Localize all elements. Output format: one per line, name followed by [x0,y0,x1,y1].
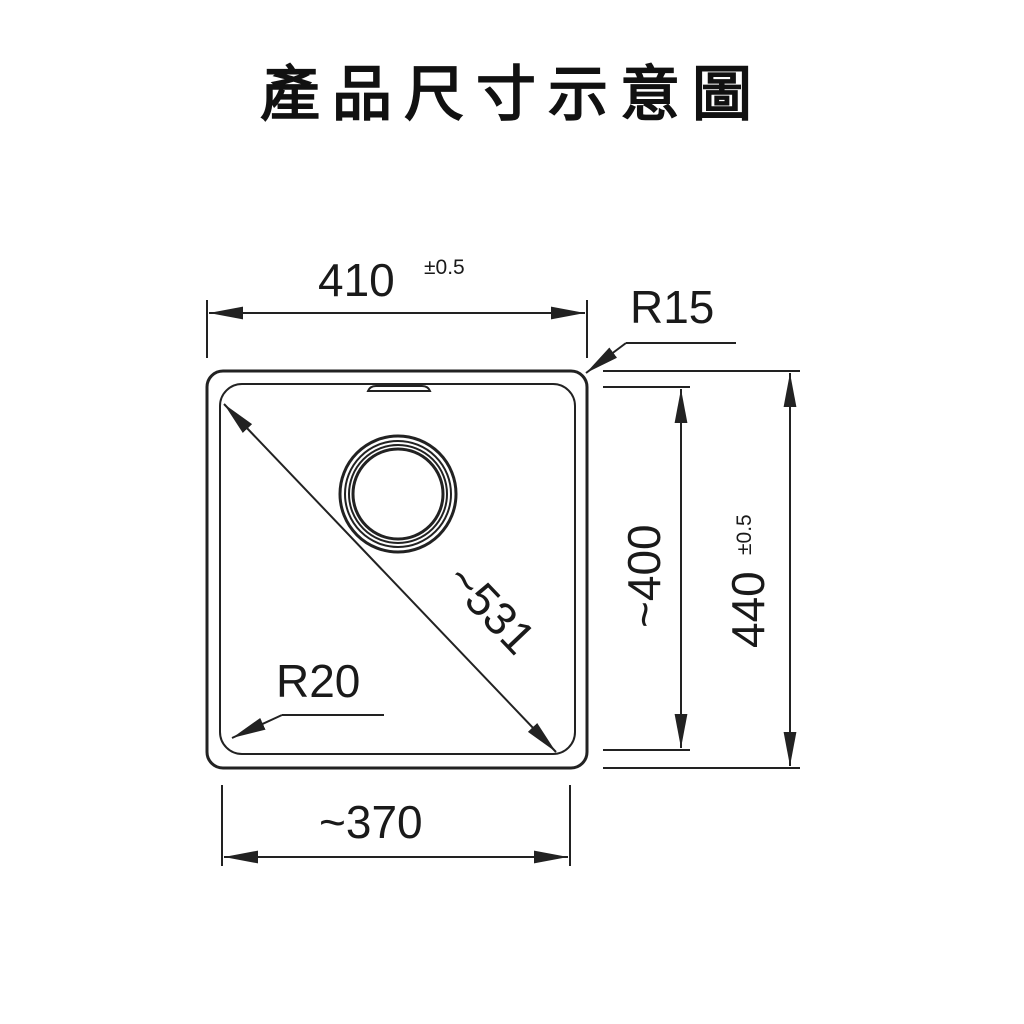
diagonal-label: ~531 [437,553,546,664]
inner-radius-callout: R20 [231,655,384,739]
sink-bowl-outline [219,383,576,755]
inner-height-dimension: ~400 [603,386,690,751]
page-title: 產品尺寸示意圖 [260,60,764,130]
inner-radius-label: R20 [276,655,360,707]
outer-height-tolerance: ±0.5 [733,514,756,555]
outer-width-label: 410 [318,254,395,306]
inner-width-label: ~370 [319,796,423,848]
inner-height-label: ~400 [618,524,670,628]
diagonal-dimension: ~531 [223,403,557,753]
outer-width-dimension: 410 ±0.5 [206,254,588,358]
outer-height-dimension: 440 ±0.5 [603,370,800,769]
drain-icon [338,434,458,554]
outer-height-label: 440 [722,571,774,648]
outer-radius-callout: R15 [585,281,736,374]
sink-outer-outline [205,369,589,770]
outer-radius-label: R15 [630,281,714,333]
outer-width-tolerance: ±0.5 [424,256,465,279]
overflow-slot [366,385,432,392]
inner-width-dimension: ~370 [221,785,571,866]
